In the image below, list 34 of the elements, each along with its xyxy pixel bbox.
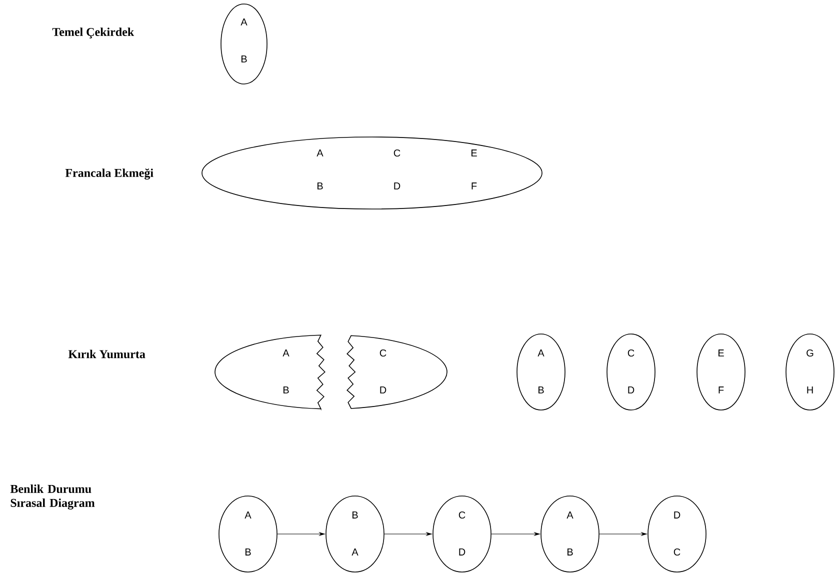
letter: B — [241, 56, 247, 62]
letter: B — [538, 386, 544, 394]
letter: B — [283, 386, 289, 394]
letter: C — [394, 149, 400, 157]
row-heading: Temel Çekirdek — [52, 28, 134, 38]
row-heading: Kırık Yumurta — [68, 350, 146, 358]
letter: E — [718, 350, 724, 356]
letter: D — [380, 386, 386, 394]
letter: G — [806, 349, 814, 357]
letter: D — [394, 182, 400, 190]
letter: F — [718, 386, 724, 394]
letter: H — [807, 386, 813, 394]
letter: B — [245, 548, 251, 556]
row-heading: Francala Ekmeği — [65, 168, 154, 180]
letter: B — [568, 548, 573, 556]
letter: A — [244, 512, 252, 518]
letter: F — [472, 182, 477, 190]
letter: E — [472, 150, 477, 156]
letter: C — [380, 349, 386, 357]
letter: C — [628, 349, 634, 357]
letter: A — [566, 512, 574, 518]
letter: D — [459, 548, 466, 556]
letter: A — [282, 350, 290, 356]
letter: A — [352, 548, 358, 556]
letter: A — [538, 350, 544, 356]
letter: B — [352, 512, 358, 518]
letter: C — [458, 511, 466, 519]
letter: D — [674, 512, 680, 518]
letter: A — [240, 18, 248, 26]
letter: C — [674, 548, 680, 556]
letter: D — [628, 386, 634, 394]
letter: B — [317, 182, 323, 190]
row-heading: Benlik Durumu Sırasal Diagram — [10, 484, 95, 510]
letter: A — [316, 150, 324, 156]
